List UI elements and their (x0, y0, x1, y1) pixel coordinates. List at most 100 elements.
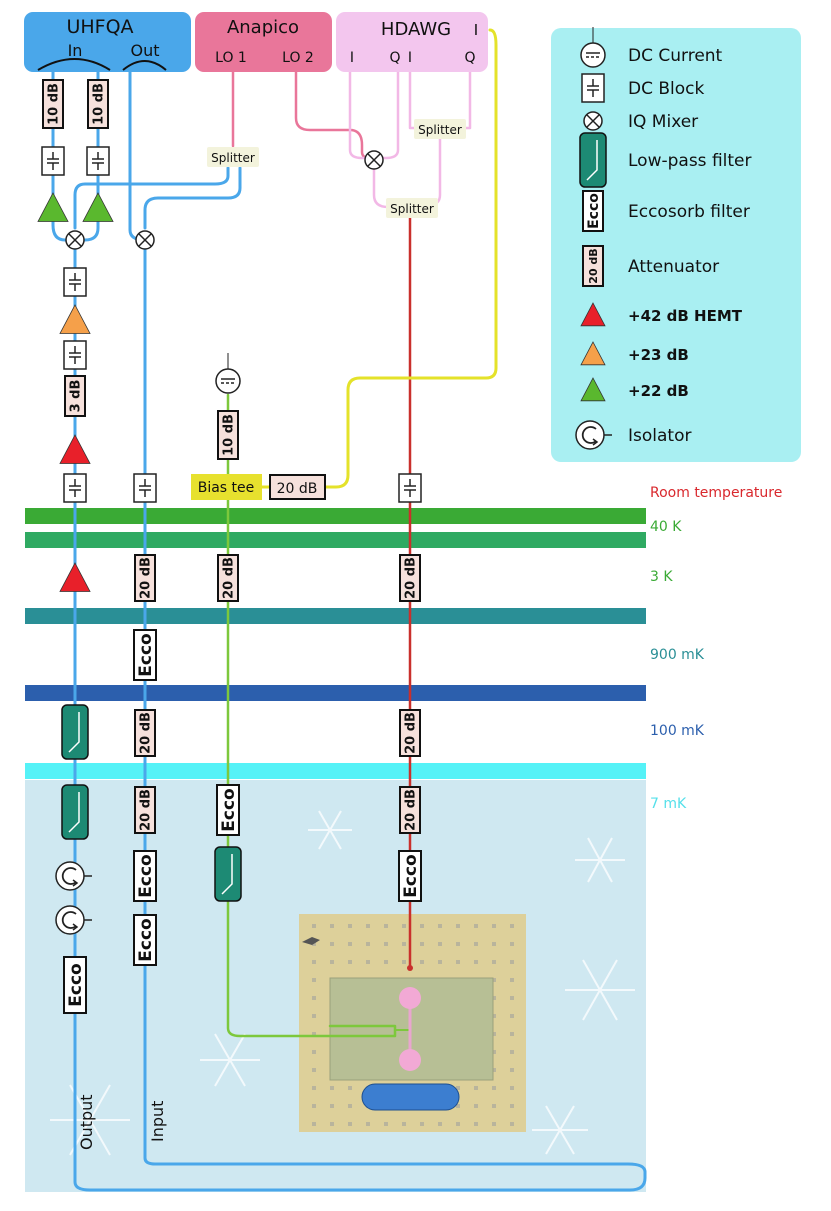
bias-tee: Bias tee (191, 474, 262, 500)
anapico-lo1-port: LO 1 (215, 50, 247, 66)
dc-block-icon (581, 73, 605, 103)
legend-label: +42 dB HEMT (628, 307, 743, 325)
legend-item: +22 dB (580, 377, 689, 402)
hdawg-i2-port: I (408, 50, 412, 66)
stage-plate-100mk (25, 685, 646, 701)
amplifier-22db-icon (37, 192, 69, 222)
stage-plate-900mk (25, 608, 646, 624)
flux-line-yellow (323, 28, 498, 489)
hdawg-q2-port: Q (464, 50, 475, 66)
svg-text:Splitter: Splitter (418, 123, 462, 137)
uhfqa-in-port: In (68, 41, 83, 60)
qubit-bottom (399, 1049, 421, 1071)
dc-block-icon (86, 146, 110, 176)
amplifier-23db-icon (59, 304, 91, 334)
legend-label: Isolator (628, 426, 691, 446)
attenuator: 20 dB (134, 786, 156, 834)
svg-text:Ecco: Ecco (136, 633, 156, 676)
output-label: Output (77, 1094, 96, 1150)
svg-text:20 dB: 20 dB (222, 557, 237, 599)
svg-text:10 dB: 10 dB (47, 83, 62, 125)
legend-label: +22 dB (628, 382, 689, 400)
low-pass-filter-icon (61, 704, 89, 760)
legend-label: Low-pass filter (628, 151, 751, 171)
dc-block-icon (398, 473, 422, 503)
legend-item: Ecco Eccosorb filter (582, 190, 750, 232)
svg-text:Splitter: Splitter (211, 151, 255, 165)
svg-text:3 dB: 3 dB (69, 380, 84, 413)
legend-item: +23 dB (580, 341, 689, 366)
dc-block-icon (133, 473, 157, 503)
dc-current-icon (580, 27, 606, 68)
legend-item: DC Current (580, 27, 723, 68)
legend-label: +23 dB (628, 346, 689, 364)
hdawg-q1-port: Q (389, 50, 400, 66)
legend-item: Low-pass filter (579, 132, 751, 188)
low-pass-filter-icon (579, 132, 607, 188)
eccosorb-filter-icon: Ecco (582, 190, 604, 232)
attenuator-icon: 20 dB (582, 245, 604, 287)
attenuator: 20 dB (269, 474, 326, 500)
eccosorb-filter: Ecco (133, 629, 157, 681)
legend-label: Eccosorb filter (628, 202, 750, 222)
splitter: Splitter (414, 119, 466, 139)
isolator-icon (55, 905, 92, 935)
dc-block-icon (63, 340, 87, 370)
attenuator: 3 dB (64, 375, 86, 417)
low-pass-filter-icon (61, 784, 89, 840)
amplifier-22db-icon (82, 192, 114, 222)
attenuator: 20 dB (134, 709, 156, 757)
stage-plate-7mk (25, 763, 646, 779)
input-label: Input (148, 1101, 167, 1142)
stage-plate-3k (25, 532, 646, 548)
svg-text:20 dB: 20 dB (404, 557, 419, 599)
attenuator: 20 dB (134, 554, 156, 602)
stage-label: Room temperature (650, 485, 782, 501)
hdawg-q1-line (380, 70, 400, 160)
svg-text:Ecco: Ecco (136, 854, 156, 897)
iq-mixer-icon (583, 111, 603, 131)
svg-text:20 dB: 20 dB (139, 712, 154, 754)
drive-line-end (407, 965, 413, 971)
legend-label: DC Block (628, 79, 704, 99)
svg-text:20 dB: 20 dB (277, 481, 318, 497)
dc-current-icon (215, 353, 241, 394)
sample-connector-icon (302, 937, 320, 945)
attenuator: 10 dB (42, 79, 64, 129)
svg-text:20 dB: 20 dB (404, 789, 419, 831)
dc-flux-line (226, 393, 397, 1038)
uhfqa-lo-path-a (73, 166, 230, 230)
hdawg-i3-port: I (474, 21, 478, 39)
uhfqa-lo-path-b (143, 166, 242, 230)
hemt-amplifier-icon (580, 302, 606, 327)
svg-text:20 dB: 20 dB (404, 712, 419, 754)
iq-mixer-icon (364, 150, 384, 170)
hdawg-title: HDAWG (381, 19, 451, 40)
stage-label: 100 mK (650, 723, 705, 739)
legend-label: Attenuator (628, 257, 719, 277)
readout-resonator (361, 1083, 460, 1111)
splitter: Splitter (207, 147, 259, 167)
uhfqa-out-port: Out (130, 41, 159, 60)
uhfqa-instrument: UHFQA In Out (24, 12, 191, 72)
dc-block-icon (41, 146, 65, 176)
eccosorb-filter: Ecco (63, 956, 87, 1014)
hdawg-instrument: HDAWG I I Q I Q (336, 12, 488, 72)
svg-text:Ecco: Ecco (586, 193, 602, 229)
snowflake-decorations (50, 810, 635, 1156)
legend-label: DC Current (628, 46, 723, 66)
splitter-to-mixer-line (426, 136, 442, 207)
qubit-top (399, 987, 421, 1009)
svg-text:20 dB: 20 dB (139, 557, 154, 599)
input-line (128, 48, 647, 1174)
svg-text:Splitter: Splitter (390, 202, 434, 216)
legend-item: DC Block (581, 73, 704, 103)
dc-block-icon (63, 267, 87, 297)
lo2-line (294, 70, 372, 160)
uhfqa-title: UHFQA (66, 16, 133, 38)
attenuator: 20 dB (399, 786, 421, 834)
